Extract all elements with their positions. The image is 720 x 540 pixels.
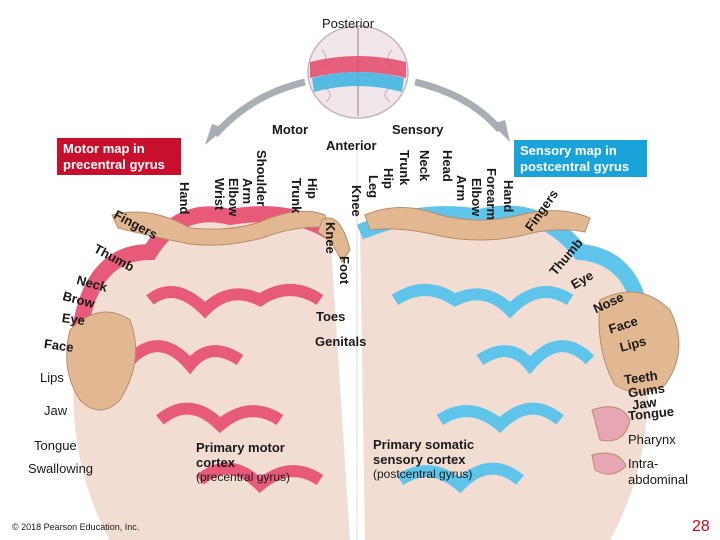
motor-wrist: Wrist	[212, 178, 227, 211]
anterior-label: Anterior	[326, 138, 377, 153]
motor-shoulder: Shoulder	[254, 150, 269, 207]
sensory-intra: Intra-	[628, 456, 659, 471]
motor-lips: Lips	[40, 370, 64, 385]
sensory-head: Head	[440, 150, 455, 182]
genitals-label: Genitals	[315, 334, 367, 349]
motor-tongue: Tongue	[34, 438, 77, 453]
motor-jaw: Jaw	[44, 403, 68, 418]
motor-eye: Eye	[60, 310, 86, 329]
sensory-knee: Knee	[349, 185, 364, 217]
sensory-label: Sensory	[392, 122, 444, 137]
sensory-cortex-label: Primary somatic sensory cortex (postcent…	[373, 437, 474, 481]
motor-hand: Hand	[177, 182, 192, 215]
sensory-abdominal: abdominal	[628, 472, 688, 487]
page-number: 28	[692, 518, 710, 535]
motor-arm: Arm	[240, 178, 255, 205]
sensory-cortex-title1: Primary somatic	[373, 437, 475, 452]
sensory-arrow	[414, 78, 503, 133]
sensory-neck: Neck	[417, 150, 432, 182]
brain-top-view	[307, 25, 409, 119]
sensory-map-line1: Sensory map in	[520, 143, 617, 158]
motor-arrowhead	[205, 124, 225, 145]
motor-hip: Hip	[305, 178, 320, 199]
sensory-cortex-sub: (postcentral gyrus)	[373, 467, 473, 481]
motor-cortex-title2: cortex	[196, 455, 236, 470]
sensory-forearm: Forearm	[484, 168, 499, 221]
motor-arrow	[212, 78, 306, 138]
motor-label: Motor	[272, 122, 309, 137]
motor-knee: Knee	[323, 222, 338, 254]
sensory-hip: Hip	[381, 168, 396, 189]
motor-foot: Foot	[337, 256, 352, 285]
motor-cortex-label: Primary motor cortex (precentral gyrus)	[196, 440, 290, 484]
sensory-pharynx: Pharynx	[628, 432, 676, 447]
motor-cortex-section	[72, 206, 350, 540]
sensory-map-line2: postcentral gyrus	[520, 159, 630, 174]
posterior-label: Posterior	[322, 16, 375, 31]
homunculus-motor	[66, 210, 351, 411]
sensory-cortex-section	[356, 205, 651, 540]
motor-swallowing: Swallowing	[28, 461, 94, 476]
motor-map-line2: precentral gyrus	[63, 157, 165, 172]
toes-label: Toes	[316, 309, 346, 324]
motor-cortex-title1: Primary motor	[196, 440, 285, 455]
sensory-map-box: Sensory map in postcentral gyrus	[514, 140, 647, 177]
motor-elbow: Elbow	[226, 178, 241, 217]
sensory-arrowhead	[492, 120, 510, 142]
motor-map-line1: Motor map in	[63, 141, 145, 156]
sensory-arm: Arm	[454, 175, 469, 202]
sensory-elbow: Elbow	[469, 178, 484, 217]
sensory-cortex-title2: sensory cortex	[373, 452, 466, 467]
motor-map-box: Motor map in precentral gyrus	[57, 138, 181, 175]
copyright: © 2018 Pearson Education, Inc.	[12, 522, 140, 532]
motor-trunk: Trunk	[289, 178, 304, 214]
motor-cortex-sub: (precentral gyrus)	[196, 470, 291, 484]
sensory-leg: Leg	[366, 175, 381, 199]
homunculus-sensory	[364, 207, 680, 475]
sensory-hand: Hand	[501, 180, 516, 213]
sensory-trunk: Trunk	[397, 150, 412, 186]
